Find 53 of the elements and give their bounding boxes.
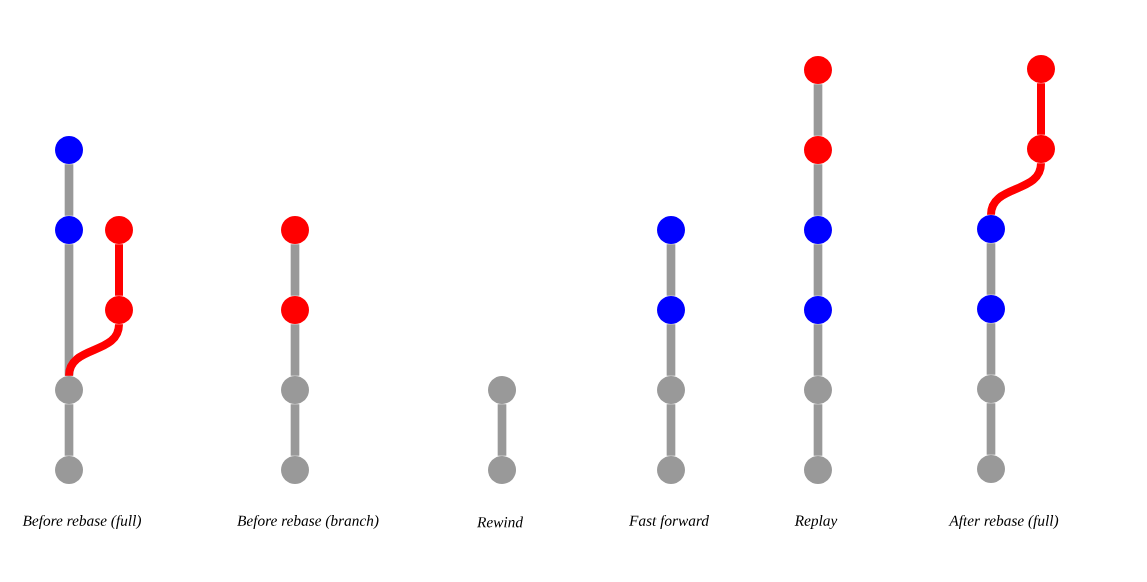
branch-line	[813, 244, 823, 296]
caption: Before rebase (branch)	[237, 514, 379, 529]
branch-line	[64, 404, 74, 456]
commit-dot	[281, 376, 309, 404]
commit-dot	[657, 296, 685, 324]
commit-dot	[657, 216, 685, 244]
commit-dot	[55, 376, 83, 404]
commit-dot	[488, 456, 516, 484]
commit-dot	[55, 456, 83, 484]
branch-line	[986, 403, 996, 455]
commit-dot	[804, 136, 832, 164]
commit-dot	[977, 295, 1005, 323]
caption: Replay	[794, 515, 838, 529]
branch-line	[666, 244, 676, 296]
commit-dot	[804, 456, 832, 484]
caption: Fast forward	[628, 514, 709, 529]
branch-line	[986, 323, 996, 375]
branch-line	[666, 404, 676, 456]
commit-dot	[977, 455, 1005, 483]
branch-line	[290, 324, 300, 376]
caption: Before rebase (full)	[22, 514, 141, 529]
branch-line	[813, 84, 823, 136]
commit-dot	[804, 376, 832, 404]
commit-dot	[1027, 135, 1055, 163]
branch-line	[497, 404, 507, 456]
branch-line	[666, 324, 676, 376]
branch-line	[813, 324, 823, 376]
commit-dot	[804, 296, 832, 324]
branch-line	[290, 244, 300, 296]
commit-dot	[977, 215, 1005, 243]
commit-dot	[105, 296, 133, 324]
commit-dot	[657, 376, 685, 404]
commit-dot	[804, 56, 832, 84]
branch-line	[290, 404, 300, 456]
branch-line	[813, 164, 823, 216]
commit-dot	[281, 456, 309, 484]
commit-dot	[804, 216, 832, 244]
commit-dot	[488, 376, 516, 404]
commit-dot	[281, 296, 309, 324]
commit-dot	[55, 216, 83, 244]
branch-line	[813, 404, 823, 456]
branch-line	[987, 162, 1045, 216]
branch-line	[986, 243, 996, 295]
commit-dot	[55, 136, 83, 164]
commit-dot	[977, 375, 1005, 403]
commit-dot	[1027, 55, 1055, 83]
branch-line	[64, 164, 74, 216]
commit-dot	[657, 456, 685, 484]
commit-dot	[281, 216, 309, 244]
branch-line	[65, 323, 123, 377]
commit-dot	[105, 216, 133, 244]
caption: After rebase (full)	[948, 514, 1059, 529]
caption: Rewind	[476, 516, 524, 528]
